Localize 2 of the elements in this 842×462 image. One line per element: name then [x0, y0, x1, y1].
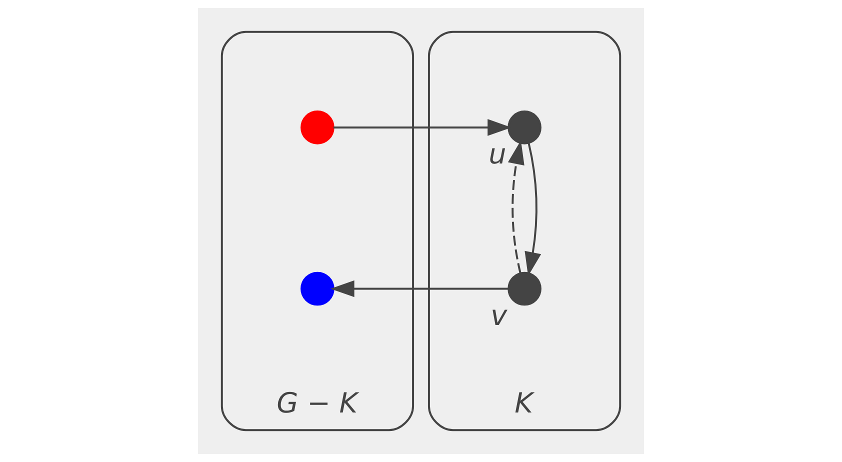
node-label: u — [488, 138, 506, 171]
node-label: v — [490, 298, 508, 332]
